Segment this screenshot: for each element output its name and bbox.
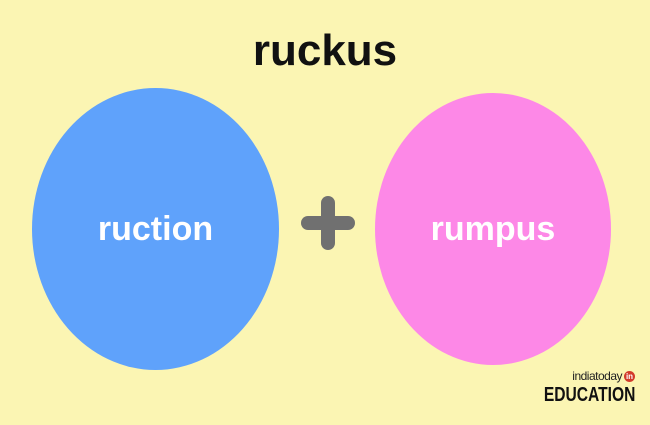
left-circle: ruction [32,88,279,370]
brand-logo: indiatoday in EDUCATION [543,369,635,413]
left-word: ruction [97,209,214,248]
diagram-title: ruckus [252,26,398,75]
plus-icon [301,196,355,250]
brand-subtitle: EDUCATION [543,384,635,406]
brand-badge: in [624,370,635,382]
brand-name: indiatoday [572,369,622,383]
right-word: rumpus [430,209,556,248]
right-circle: rumpus [375,93,611,365]
